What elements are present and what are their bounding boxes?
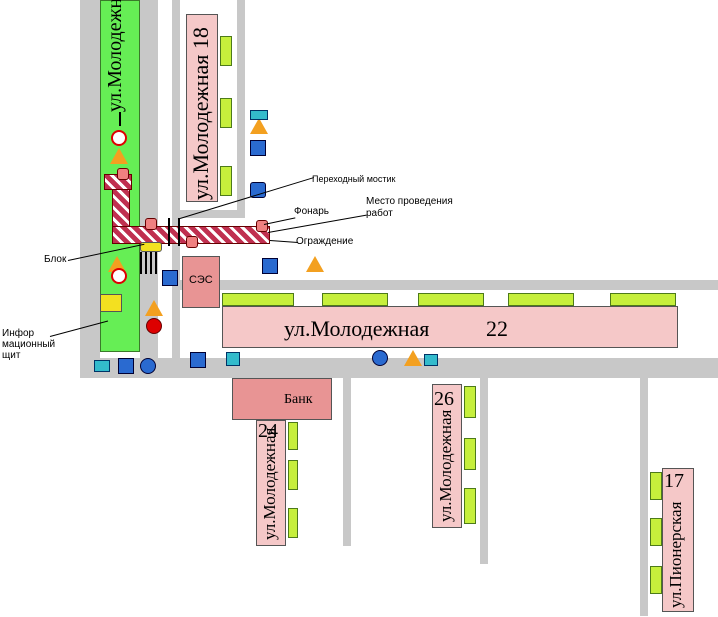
building-24-street: ул.Молодежная	[260, 427, 279, 540]
sign-plate-main-2	[226, 352, 240, 366]
turn-sign-main	[372, 350, 388, 366]
building-18-balcony-2	[220, 98, 232, 128]
building-22-balcony-1	[222, 293, 294, 306]
building-22-balcony-5	[610, 293, 676, 306]
detour-sign-main-2	[190, 352, 206, 368]
info-board	[100, 294, 122, 312]
building-22-number: 22	[486, 316, 508, 341]
sign-plate-main-3	[424, 354, 438, 366]
block-barrier	[140, 242, 162, 252]
building-26-street: ул.Молодежная	[436, 409, 455, 522]
road-vertical-left-outer	[80, 0, 100, 378]
detour-sign-18	[250, 140, 266, 156]
label-worksite: Место проведения работ	[366, 196, 453, 219]
building-24-balcony-2	[288, 460, 298, 490]
building-22-balcony-4	[508, 293, 574, 306]
bridge-symbol	[168, 218, 180, 246]
roadworks-sign-18	[250, 118, 268, 134]
no-pedestrian-sign-bottom	[111, 268, 127, 284]
pointer-worksite	[267, 214, 367, 233]
label-block: Блок	[44, 254, 67, 265]
road-vertical-east	[237, 0, 245, 210]
lamp-4	[256, 220, 268, 232]
building-24-number: 24	[258, 420, 278, 442]
building-17-balcony-1	[650, 472, 662, 500]
label-fence: Ограждение	[296, 236, 354, 247]
pedestrian-crossing-sign	[162, 270, 178, 286]
building-24	[256, 420, 286, 546]
direction-sign-main	[140, 358, 156, 374]
crosswalk	[140, 252, 158, 274]
road-vertical-17	[640, 378, 648, 616]
street-label-molodezhnaya: ул.Молодежная	[104, 0, 126, 112]
building-17-balcony-3	[650, 566, 662, 594]
turn-sign-18	[250, 182, 266, 198]
roadworks-sign-ses	[306, 256, 324, 272]
building-17-number: 17	[664, 470, 684, 492]
street-label-dash	[119, 112, 121, 126]
building-24-balcony-3	[288, 508, 298, 538]
roadworks-sign-road	[145, 300, 163, 316]
building-ses	[182, 256, 220, 308]
label-lamp: Фонарь	[294, 206, 330, 217]
sign-plate-main-1	[94, 360, 110, 372]
no-entry-sign	[146, 318, 162, 334]
lamp-3	[186, 236, 198, 248]
building-bank-label: Банк	[284, 392, 313, 407]
pointer-lamp	[263, 217, 296, 225]
building-26-balcony-3	[464, 488, 476, 524]
building-18-balcony-3	[220, 166, 232, 196]
sign-plate-18	[250, 110, 268, 120]
building-26-number: 26	[434, 388, 454, 410]
building-17	[662, 468, 694, 612]
road-vertical-24	[343, 378, 351, 546]
road-vertical-ses	[172, 218, 180, 358]
roadworks-sign-top	[110, 148, 128, 164]
building-ses-label: СЭС	[189, 274, 213, 286]
road-vertical-26	[480, 378, 488, 564]
road-vertical-left-inner	[140, 0, 158, 378]
building-bank	[232, 378, 332, 420]
building-22-street: ул.Молодежная	[284, 316, 430, 341]
building-18-balcony-1	[220, 36, 232, 66]
lamp-2	[145, 218, 157, 230]
building-26-balcony-2	[464, 438, 476, 470]
building-22-balcony-3	[418, 293, 484, 306]
road-horizontal-mid	[180, 280, 718, 290]
pointer-fence	[269, 240, 298, 243]
road-horizontal-main	[80, 358, 718, 378]
building-26	[432, 384, 462, 528]
building-22	[222, 306, 678, 348]
building-18	[186, 14, 218, 202]
detour-sign-main-1	[118, 358, 134, 374]
lamp-1	[117, 168, 129, 180]
building-18-label: ул.Молодежная 18	[188, 27, 213, 200]
road-vertical-18	[172, 0, 180, 210]
label-bridge: Переходный мостик	[312, 174, 396, 184]
label-info-board: Инфор мационный щит	[2, 328, 56, 361]
detour-sign-ses	[262, 258, 278, 274]
building-17-balcony-2	[650, 518, 662, 546]
no-pedestrian-sign-top	[111, 130, 127, 146]
roadworks-sign-main	[404, 350, 422, 366]
road-horizontal-top	[172, 210, 245, 218]
building-26-balcony-1	[464, 386, 476, 418]
building-24-balcony-1	[288, 422, 298, 450]
building-17-street: ул.Пионерская	[666, 501, 685, 608]
building-22-balcony-2	[322, 293, 388, 306]
